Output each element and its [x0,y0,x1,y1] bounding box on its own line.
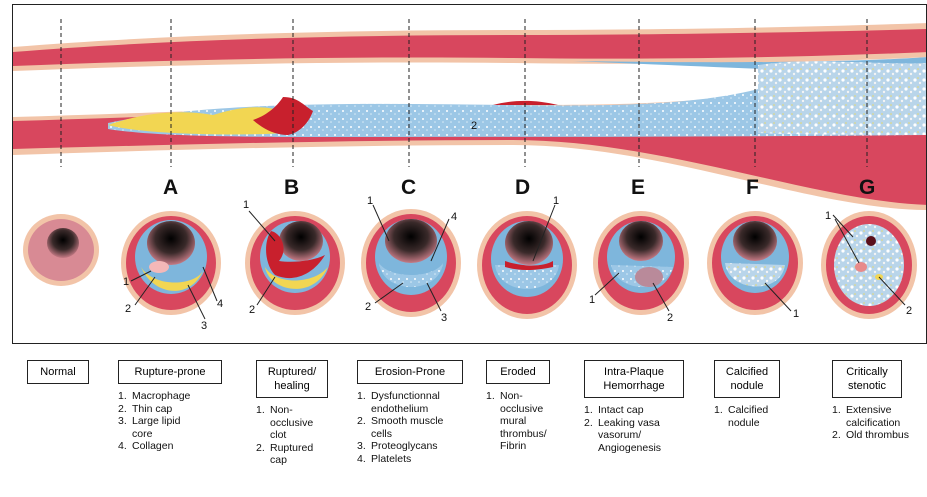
callout-a-2: 2 [125,303,131,315]
stage-letter-b: B [284,176,299,199]
callout-a-1: 1 [123,276,129,288]
stage-letter-d: D [515,176,530,199]
category-calcified-nodule: Calcified nodule 1.Calcified nodule [714,360,780,429]
artery-diagram: 2 A B C D E F G [13,5,927,344]
category-rupture-prone: Rupture-prone 1.Macrophage 2.Thin cap 3.… [118,360,222,453]
category-label: Rupture-prone [118,360,222,384]
list-item: 2.Ruptured cap [256,442,328,467]
category-erosion-prone: Erosion-Prone 1.Dysfunctionnal endotheli… [357,360,463,465]
stage-letter-a: A [163,176,178,199]
list-item: 2.Old thrombus [832,429,909,442]
section-e: 1 2 [589,211,689,324]
item-list: 1.Non- occlusive mural thrombus/ Fibrin [486,390,550,453]
callout-e-1: 1 [589,294,595,306]
callout-g-2: 2 [906,305,912,317]
section-f: 1 [707,211,803,320]
item-list: 1.Dysfunctionnal endothelium 2.Smooth mu… [357,390,463,465]
figure-panel: 2 A B C D E F G [12,4,927,344]
callout-b-1: 1 [243,199,249,211]
item-list: 1.Non- occlusive clot 2.Ruptured cap [256,404,328,467]
item-list: 1.Calcified nodule [714,404,780,429]
callout-g-1: 1 [825,210,831,222]
callout-f-1: 1 [793,308,799,320]
category-label: Eroded [486,360,550,384]
list-item: 1.Non- occlusive mural thrombus/ Fibrin [486,390,550,453]
stage-letter-f: F [746,176,759,199]
callout-a-4: 4 [217,298,223,310]
list-item: 1.Intact cap [584,404,684,417]
list-item: 2.Thin cap [118,403,222,416]
list-item: 2.Leaking vasa vasorum/ Angiogenesis [584,417,684,455]
category-intra-plaque-hemorrhage: Intra-Plaque Hemorrhage 1.Intact cap 2.L… [584,360,684,454]
list-item: 2.Smooth muscle cells [357,415,463,440]
callout-c-4: 4 [451,211,457,223]
callout-a-3: 3 [201,320,207,332]
category-ruptured-healing: Ruptured/ healing 1.Non- occlusive clot … [256,360,328,467]
stage-letter-e: E [631,176,645,199]
category-critically-stenotic: Critically stenotic 1.Extensive calcific… [832,360,909,442]
list-item: 3.Proteoglycans [357,440,463,453]
list-item: 3.Large lipid core [118,415,222,440]
stage-letter-g: G [859,176,875,199]
callout-b-2: 2 [249,304,255,316]
callout-c-3: 3 [441,312,447,324]
category-label: Intra-Plaque Hemorrhage [584,360,684,398]
callout-e-2: 2 [667,312,673,324]
category-eroded: Eroded 1.Non- occlusive mural thrombus/ … [486,360,550,453]
section-normal [23,214,99,286]
callout-d-1: 1 [553,195,559,207]
section-b: 1 2 [243,199,345,316]
list-item: 1.Macrophage [118,390,222,403]
item-list: 1.Extensive calcification 2.Old thrombus [832,404,909,442]
list-item: 1.Non- occlusive clot [256,404,328,442]
stage-letter-c: C [401,176,416,199]
item-list: 1.Macrophage 2.Thin cap 3.Large lipid co… [118,390,222,453]
item-list: 1.Intact cap 2.Leaking vasa vasorum/ Ang… [584,404,684,454]
category-label: Normal [27,360,89,384]
section-d: 1 [477,195,577,319]
section-g: 1 2 [821,210,917,319]
section-c: 1 2 3 4 [361,195,461,324]
list-item: 4.Collagen [118,440,222,453]
vessel-lumen-label: 2 [471,120,477,132]
category-normal: Normal [27,360,89,384]
list-item: 1.Extensive calcification [832,404,909,429]
callout-c-2: 2 [365,301,371,313]
list-item: 1.Calcified nodule [714,404,780,429]
category-label: Ruptured/ healing [256,360,328,398]
section-a: 1 2 3 4 [121,211,223,332]
list-item: 4.Platelets [357,453,463,466]
vessel-lower-wall: 2 [13,61,927,210]
category-label: Calcified nodule [714,360,780,398]
category-label: Critically stenotic [832,360,902,398]
list-item: 1.Dysfunctionnal endothelium [357,390,463,415]
callout-c-1: 1 [367,195,373,207]
category-label: Erosion-Prone [357,360,463,384]
